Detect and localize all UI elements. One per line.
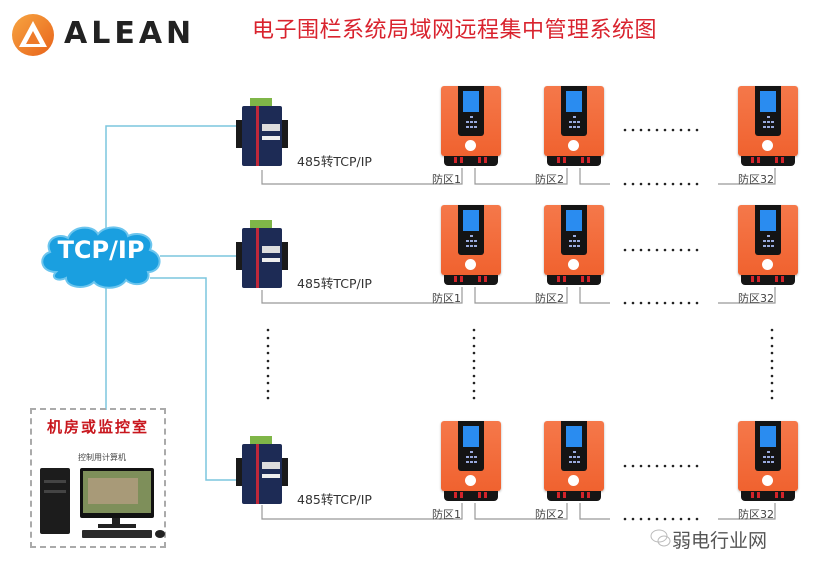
tcp-ip-cloud: [36, 222, 166, 290]
keypad: [566, 235, 582, 249]
lcd-screen: [463, 91, 479, 112]
rs485-converter: [236, 98, 288, 168]
cloud-icon: [41, 226, 161, 289]
keypad: [760, 451, 776, 465]
brand-name: ALEAN: [64, 16, 196, 51]
keypad: [760, 235, 776, 249]
keypad: [463, 235, 479, 249]
fence-energizer-unit: [738, 205, 798, 285]
converter-label: 485转TCP/IP: [297, 492, 372, 507]
h-dots-row2-top: [623, 248, 699, 252]
keypad: [760, 116, 776, 130]
rs485-converter: [236, 436, 288, 506]
zone-label: 防区32: [738, 508, 774, 521]
lcd-screen: [760, 426, 776, 447]
link-row1: [105, 125, 238, 232]
unit-logo-icon: [568, 259, 579, 270]
wechat-icon: [650, 528, 672, 552]
ellipsis-dots: [266, 128, 774, 521]
zone-label: 防区2: [535, 508, 564, 521]
fence-energizer-unit: [441, 205, 501, 285]
keypad: [566, 116, 582, 130]
monitor-room-title: 机房或监控室: [46, 418, 149, 436]
fence-energizer-unit: [738, 421, 798, 501]
h-dots-row1-bus: [623, 182, 699, 186]
unit-logo-icon: [465, 259, 476, 270]
cloud-label: TCP/IP: [57, 236, 145, 264]
zone-label: 防区1: [432, 292, 461, 305]
lcd-screen: [760, 91, 776, 112]
unit-logo-icon: [762, 475, 773, 486]
monitor-room: 机房或监控室 控制用计算机: [30, 408, 166, 548]
rs485-bus: [261, 168, 776, 520]
link-row3: [150, 277, 238, 481]
h-dots-row1-top: [623, 128, 699, 132]
fence-energizer-unit: [441, 86, 501, 166]
converter-label: 485转TCP/IP: [297, 276, 372, 291]
fence-energizer-unit: [738, 86, 798, 166]
pc-label: 控制用计算机: [78, 453, 126, 462]
unit-logo-icon: [762, 259, 773, 270]
lcd-screen: [463, 210, 479, 231]
unit-logo-icon: [568, 140, 579, 151]
brand-logo: ALEAN: [12, 12, 212, 58]
zone-label: 防区1: [432, 508, 461, 521]
page-title: 电子围栏系统局域网远程集中管理系统图: [252, 18, 658, 43]
keypad: [566, 451, 582, 465]
fence-energizer-unit: [544, 86, 604, 166]
lcd-screen: [566, 91, 582, 112]
v-dots-converters: [266, 328, 270, 400]
fence-energizer-unit: [544, 421, 604, 501]
rs485-converter: [236, 220, 288, 290]
unit-logo-icon: [465, 475, 476, 486]
keypad: [463, 116, 479, 130]
alean-logo-icon: [12, 14, 54, 56]
unit-logo-icon: [568, 475, 579, 486]
network-links: [105, 125, 238, 481]
zone-label: 防区1: [432, 173, 461, 186]
converter-label: 485转TCP/IP: [297, 154, 372, 169]
zone-label: 防区32: [738, 173, 774, 186]
h-dots-row3-top: [623, 464, 699, 468]
unit-logo-icon: [465, 140, 476, 151]
zone-label: 防区32: [738, 292, 774, 305]
computer-icon: [40, 468, 165, 538]
lcd-screen: [760, 210, 776, 231]
fence-energizer-unit: [544, 205, 604, 285]
lcd-screen: [566, 210, 582, 231]
watermark: 弱电行业网: [672, 530, 768, 552]
unit-logo-icon: [762, 140, 773, 151]
keypad: [463, 451, 479, 465]
lcd-screen: [566, 426, 582, 447]
fence-energizer-unit: [441, 421, 501, 501]
lcd-screen: [463, 426, 479, 447]
v-dots-zone1: [472, 328, 476, 400]
terminal-block: [250, 98, 272, 107]
v-dots-zone32: [770, 328, 774, 400]
zone-label: 防区2: [535, 292, 564, 305]
zone-label: 防区2: [535, 173, 564, 186]
h-dots-row3-bus: [623, 517, 699, 521]
h-dots-row2-bus: [623, 301, 699, 305]
